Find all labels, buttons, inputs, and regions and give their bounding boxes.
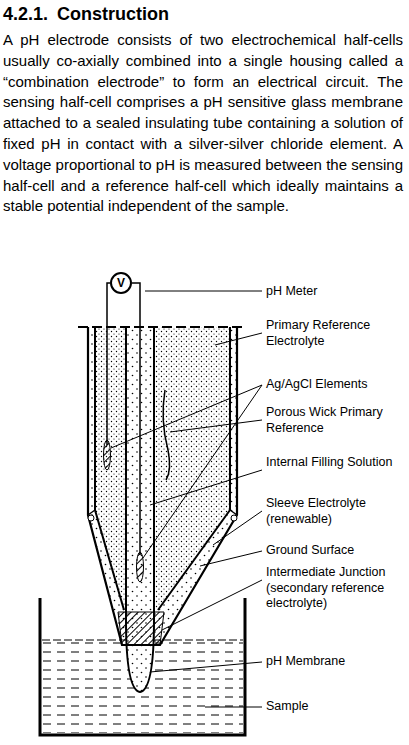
body-paragraph: A pH electrode consists of two electroch… xyxy=(3,30,403,217)
outer-sleeve xyxy=(88,327,237,645)
part-label: Porous Wick Primary Reference xyxy=(266,405,406,436)
section-title: 4.2.1. Construction xyxy=(3,4,169,25)
leader-lines xyxy=(111,291,262,707)
part-label: Sample xyxy=(266,699,406,715)
part-label: Ag/AgCl Elements xyxy=(266,377,406,393)
reference-tube xyxy=(95,327,230,610)
part-label: Internal Filling Solution xyxy=(266,455,406,471)
part-label: pH Membrane xyxy=(266,654,406,670)
porous-wick xyxy=(163,390,170,480)
meter-circle: V xyxy=(110,272,132,294)
wire xyxy=(132,283,140,555)
wire xyxy=(107,283,110,445)
part-label: Primary Reference Electrolyte xyxy=(266,318,406,349)
part-label: Intermediate Junction (secondary referen… xyxy=(266,565,406,612)
part-label: Ground Surface xyxy=(266,543,406,559)
part-label: pH Meter xyxy=(266,284,406,300)
sleeve-electrolyte xyxy=(88,327,237,645)
primary-reference xyxy=(95,327,230,610)
agcl-element xyxy=(104,440,111,470)
meter-symbol: V xyxy=(117,276,125,290)
part-label: Sleeve Electrolyte (renewable) xyxy=(266,496,406,527)
agcl-element xyxy=(137,552,144,582)
intermediate-junction xyxy=(118,612,164,645)
